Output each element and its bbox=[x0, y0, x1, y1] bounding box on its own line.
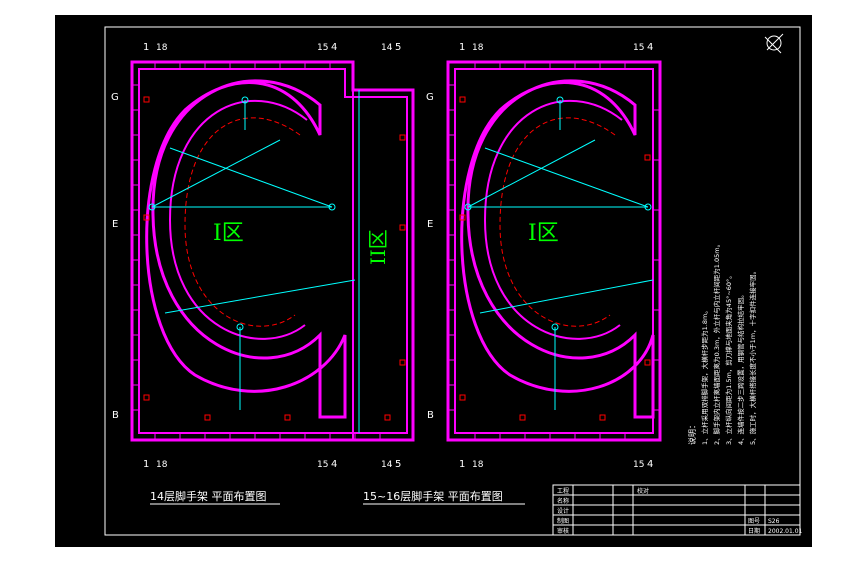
north-arrow-icon bbox=[764, 33, 784, 54]
right-core-wall bbox=[460, 79, 655, 419]
right-scaffold-outer bbox=[446, 60, 662, 442]
left-core-inner bbox=[168, 99, 308, 340]
left-axis-top-1: 18 bbox=[156, 43, 168, 53]
tb-label-0: 工程 bbox=[557, 487, 569, 495]
right-axis-left-2: B bbox=[427, 410, 434, 421]
title-block bbox=[552, 484, 801, 536]
drawing-sheet: 1 18 15 4 14 5 1 18 15 4 14 5 G E B I区 I… bbox=[55, 15, 812, 547]
notes-heading: 说明： bbox=[687, 421, 697, 445]
tb-sheet-code: S26 bbox=[768, 518, 780, 525]
left-red-markers bbox=[143, 96, 406, 421]
right-axis-bottom-3: 4 bbox=[647, 459, 653, 470]
left-core-dashed bbox=[184, 117, 301, 327]
left-axis-left-1: E bbox=[112, 219, 118, 230]
left-zone-label: I区 bbox=[213, 221, 244, 246]
right-scaffold-hatch bbox=[448, 62, 660, 440]
left-axis-top-2: 15 bbox=[317, 43, 328, 53]
right-bracing bbox=[467, 100, 654, 410]
tb-label-7: 日期 bbox=[748, 527, 760, 535]
right-axis-bottom-2: 15 bbox=[633, 460, 644, 470]
left-axis-top-0: 1 bbox=[143, 42, 149, 53]
drawing-canvas: 1 18 15 4 14 5 1 18 15 4 14 5 G E B I区 I… bbox=[104, 26, 803, 536]
left-plan: 1 18 15 4 14 5 1 18 15 4 14 5 G E B I区 I… bbox=[111, 42, 415, 505]
right-axis-top-2: 15 bbox=[633, 43, 644, 53]
left-axis-top-3: 4 bbox=[331, 42, 337, 53]
left-scaffold-hatch bbox=[132, 62, 381, 440]
left-axis-top-5: 5 bbox=[395, 42, 401, 53]
right-axis-left-1: E bbox=[427, 219, 433, 230]
right-red-markers bbox=[459, 96, 651, 421]
inner-frame bbox=[104, 26, 801, 536]
right-node-4 bbox=[556, 96, 564, 104]
left-scaffold-inner bbox=[138, 68, 408, 434]
notes-line-3: 4、连墙件按二步三跨设置，用钢管与结构拉结牢固。 bbox=[736, 291, 745, 445]
notes-block: 说明： 1、立杆采用双排脚手架，大横杆步距为1.8m。 2、脚手架内立杆离墙面距… bbox=[687, 241, 757, 445]
right-core-inner bbox=[483, 99, 623, 340]
notes-line-1: 2、脚手架内立杆离墙面距离为0.3m，外立杆与内立杆间距为1.05m。 bbox=[712, 241, 721, 445]
right-plan: 1 18 15 4 1 18 15 4 G E B I区 15~16层脚手架 平… bbox=[363, 42, 662, 505]
left-core-wall bbox=[145, 79, 347, 419]
left-scaffold-outer bbox=[130, 60, 415, 442]
right-axis-top-1: 18 bbox=[472, 43, 484, 53]
left-plan-title: 14层脚手架 平面布置图 bbox=[150, 489, 267, 503]
right-scaffold-inner bbox=[454, 68, 654, 434]
tb-label-4: 审核 bbox=[557, 527, 569, 535]
right-node-2 bbox=[644, 203, 652, 211]
notes-line-4: 5、施工时，大横杆搭接长度不小于1m，十字扣件连接牢固。 bbox=[748, 268, 757, 445]
tb-label-6: 图号 bbox=[748, 518, 760, 525]
right-axis-bottom-1: 18 bbox=[472, 460, 484, 470]
left-axis-bottom-4: 14 bbox=[381, 460, 393, 470]
left-axis-top-4: 14 bbox=[381, 43, 393, 53]
tb-date: 2002.01.01 bbox=[768, 528, 803, 535]
left-axis-left-0: G bbox=[111, 92, 119, 103]
tb-label-1: 名称 bbox=[557, 497, 569, 505]
right-node-1 bbox=[464, 203, 472, 211]
tb-label-3: 制图 bbox=[557, 517, 569, 525]
right-core-dashed bbox=[499, 117, 616, 327]
right-axis-bottom-0: 1 bbox=[459, 459, 465, 470]
left-node-4 bbox=[241, 96, 249, 104]
left-axis-left-2: B bbox=[112, 410, 119, 421]
tb-label-2: 设计 bbox=[557, 507, 569, 515]
right-plan-title: 15~16层脚手架 平面布置图 bbox=[363, 489, 503, 503]
left-axis-bottom-1: 18 bbox=[156, 460, 168, 470]
right-node-3 bbox=[551, 323, 559, 331]
notes-line-2: 3、立杆纵向间距为1.5m，剪刀撑与地面夹角为45°~60°。 bbox=[724, 272, 733, 445]
left-bracing bbox=[151, 100, 356, 410]
left-axis-bottom-2: 15 bbox=[317, 460, 328, 470]
left-node-1 bbox=[148, 203, 156, 211]
left-zone2-label: II区 bbox=[366, 229, 390, 265]
right-axis-top-0: 1 bbox=[459, 42, 465, 53]
right-zone-label: I区 bbox=[528, 221, 559, 246]
notes-line-0: 1、立杆采用双排脚手架，大横杆步距为1.8m。 bbox=[700, 307, 709, 445]
right-axis-top-3: 4 bbox=[647, 42, 653, 53]
left-node-2 bbox=[328, 203, 336, 211]
left-axis-bottom-3: 4 bbox=[331, 459, 337, 470]
tb-label-5: 校对 bbox=[637, 487, 649, 495]
left-node-3 bbox=[236, 323, 244, 331]
right-axis-left-0: G bbox=[426, 92, 434, 103]
left-axis-bottom-5: 5 bbox=[395, 459, 401, 470]
left-axis-bottom-0: 1 bbox=[143, 459, 149, 470]
